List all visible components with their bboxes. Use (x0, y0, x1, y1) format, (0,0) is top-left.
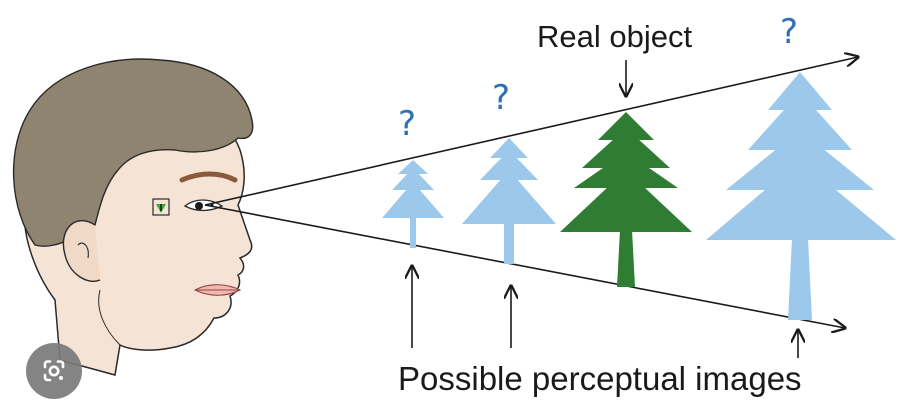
lower-sight-line (204, 204, 845, 328)
retina-box (152, 198, 170, 216)
eyebrow (179, 171, 238, 183)
question-mark-2: ? (492, 78, 511, 118)
head-illustration (12, 58, 254, 376)
real-tree (560, 112, 692, 287)
upper-sight-line (204, 57, 858, 206)
ear (62, 219, 101, 282)
question-mark-1: ? (398, 104, 417, 144)
possible-images-label: Possible perceptual images (398, 360, 802, 397)
question-mark-4: ? (780, 12, 799, 52)
perceptual-tree-2 (462, 138, 556, 264)
google-lens-icon (43, 360, 65, 382)
google-lens-button[interactable] (26, 343, 82, 399)
real-object-label: Real object (537, 19, 693, 54)
perceptual-tree-1 (382, 160, 444, 248)
perceptual-tree-4 (706, 72, 896, 320)
